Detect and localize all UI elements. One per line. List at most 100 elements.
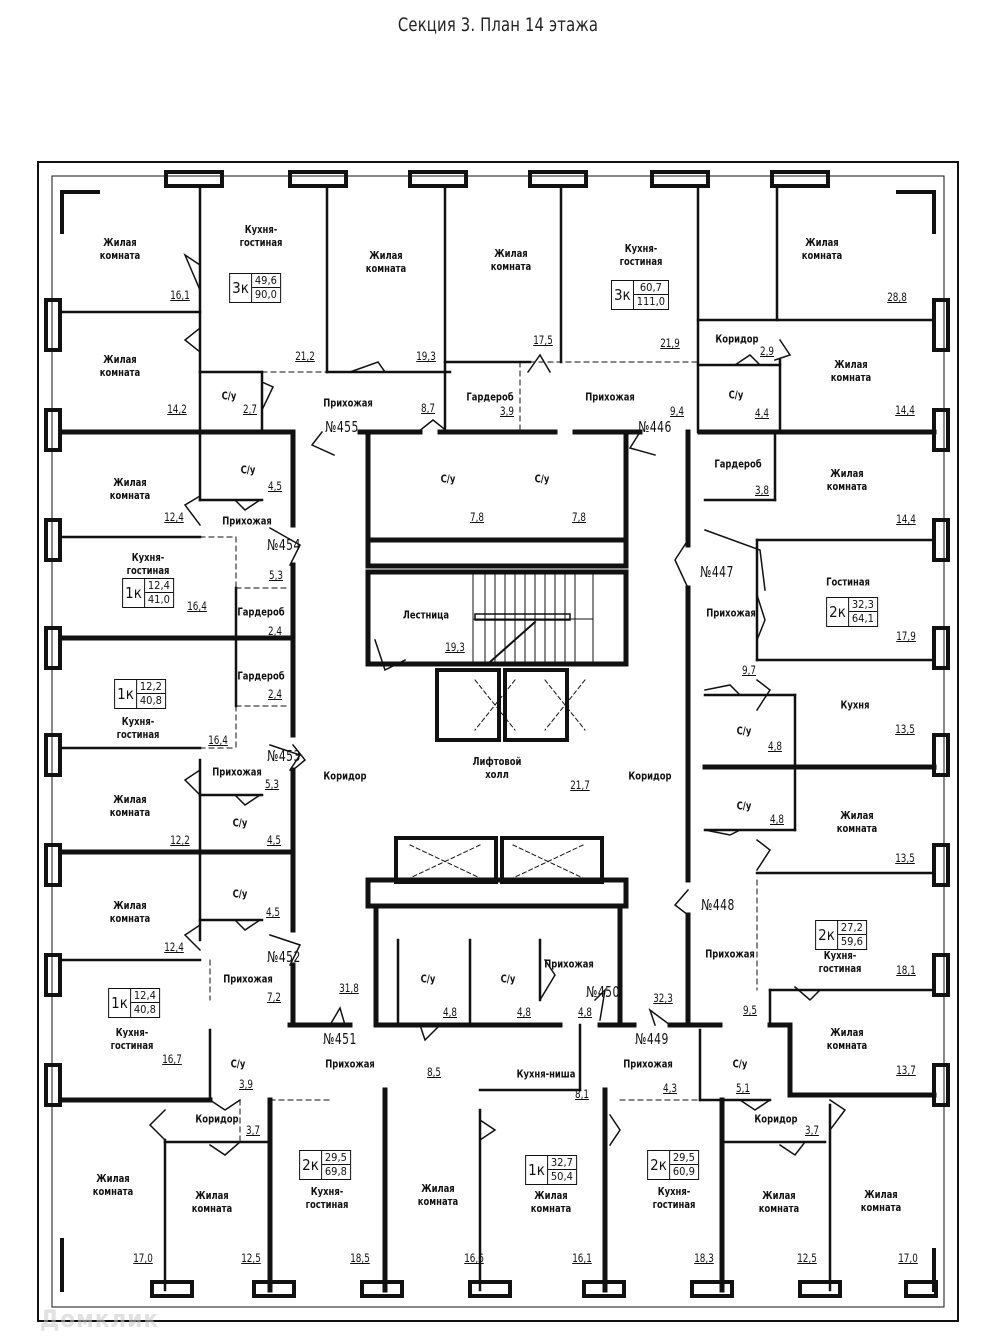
area-449-bedroom-2: 17,0: [898, 1251, 918, 1265]
area-corridor-left: 31,8: [339, 981, 359, 995]
room-label-common-bath-1: С/у: [440, 472, 456, 486]
area-450-hall: 4,8: [578, 1005, 592, 1019]
area-448-bedroom: 13,5: [895, 851, 915, 865]
area-446-corridor: 2,9: [760, 344, 774, 358]
area-446-bedroom-2: 28,8: [887, 290, 907, 304]
area-451-bedroom-1: 17,0: [133, 1251, 153, 1265]
area-454-bath: 4,5: [268, 479, 282, 493]
room-label-449-corridor: Коридор: [754, 1112, 798, 1126]
area-454-wardrobe: 2,4: [268, 624, 282, 638]
area-455-bedroom-2: 14,2: [167, 402, 187, 416]
area-453-wardrobe: 2,4: [268, 687, 282, 701]
area-453-bedroom: 12,2: [170, 833, 190, 847]
area-450-kitchen-niche: 8,1: [575, 1087, 589, 1101]
area-455-hall: 8,7: [421, 401, 435, 415]
room-label-452-bath: С/у: [232, 887, 248, 901]
area-451-bath: 3,9: [239, 1077, 253, 1091]
room-label-450-bath-2: С/у: [500, 972, 516, 986]
area-446-wardrobe: 3,9: [500, 404, 514, 418]
area-447-living: 17,9: [896, 629, 916, 643]
area-447-kitchen: 13,5: [895, 722, 915, 736]
room-label-446-wardrobe: Гардероб: [466, 390, 514, 404]
area-454-kitchen: 16,4: [187, 599, 207, 613]
room-label-455-bath: С/у: [221, 389, 237, 403]
room-label-446-kitchen: Кухня-гостиная: [619, 242, 663, 268]
apartment-number-451: №451: [323, 1030, 357, 1048]
room-label-449-hall: Прихожая: [623, 1057, 673, 1071]
apartment-number-449: №449: [635, 1030, 669, 1048]
room-label-448-hall: Прихожая: [705, 947, 755, 961]
room-label-corridor-left: Коридор: [323, 769, 367, 783]
area-447-hall: 9,7: [742, 663, 756, 677]
area-451-corridor: 3,7: [246, 1123, 260, 1137]
apartment-number-446: №446: [638, 418, 672, 436]
area-450-bedroom-2: 16,1: [572, 1251, 592, 1265]
room-label-common-bath-2: С/у: [534, 472, 550, 486]
room-label-449-kitchen: Кухня-гостиная: [652, 1185, 696, 1211]
area-455-kitchen: 21,2: [295, 349, 315, 363]
area-447-bath: 4,8: [768, 739, 782, 753]
area-stairs: 19,3: [445, 640, 465, 654]
room-label-454-kitchen: Кухня-гостиная: [126, 551, 170, 577]
room-label-451-kitchen: Кухня-гостиная: [305, 1185, 349, 1211]
room-label-446-hall: Прихожая: [585, 390, 635, 404]
area-453-hall: 5,3: [265, 777, 279, 791]
room-label-451-hall: Прихожая: [325, 1057, 375, 1071]
watermark-logo: Домклик: [40, 1305, 159, 1333]
plan-title: Секция 3. План 14 этажа: [397, 14, 599, 36]
room-label-454-bath: С/у: [240, 463, 256, 477]
room-label-454-wardrobe: Гардероб: [237, 605, 285, 619]
area-453-bath: 4,5: [267, 833, 281, 847]
area-446-bath: 4,4: [755, 406, 769, 420]
room-label-455-hall: Прихожая: [323, 396, 373, 410]
apartment-number-455: №455: [325, 418, 359, 436]
area-450-bath-2: 4,8: [517, 1005, 531, 1019]
area-448-kitchen: 18,1: [896, 963, 916, 977]
area-elevator-hall: 21,7: [570, 778, 590, 792]
room-label-450-kitchen-niche: Кухня-ниша: [516, 1067, 576, 1081]
room-label-453-hall: Прихожая: [212, 765, 262, 779]
area-449-hall: 4,3: [663, 1081, 677, 1095]
room-label-448-bath: С/у: [736, 799, 752, 813]
room-label-447-hall: Прихожая: [706, 606, 756, 620]
area-449-bedroom-3: 13,7: [896, 1063, 916, 1077]
room-label-451-corridor: Коридор: [195, 1112, 239, 1126]
apartment-number-447: №447: [700, 563, 734, 581]
area-448-hall: 9,5: [743, 1003, 757, 1017]
area-450-bath: 4,8: [443, 1005, 457, 1019]
area-449-kitchen: 18,3: [694, 1251, 714, 1265]
area-452-kitchen: 16,7: [162, 1052, 182, 1066]
room-label-447-living: Гостиная: [826, 575, 870, 589]
room-label-454-hall: Прихожая: [222, 514, 272, 528]
area-common-bath-1: 7,8: [470, 510, 484, 524]
area-446-kitchen: 21,9: [660, 336, 680, 350]
room-label-453-wardrobe: Гардероб: [237, 669, 285, 683]
area-446-bedroom-3: 14,4: [895, 403, 915, 417]
area-448-bath: 4,8: [770, 812, 784, 826]
